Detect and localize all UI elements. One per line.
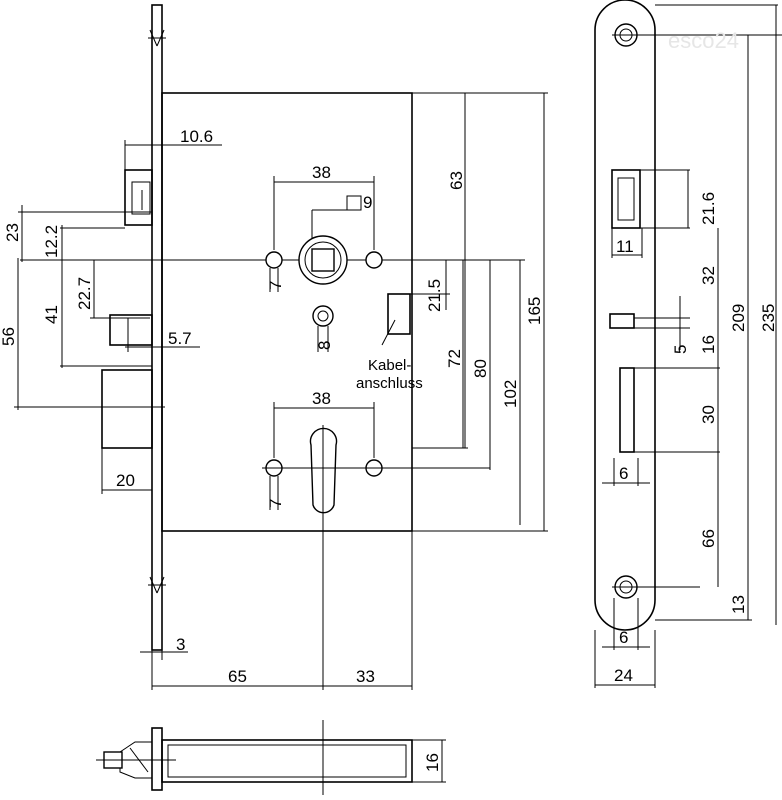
dim-22-7: 22.7 — [75, 277, 94, 310]
dim-6-bottom: 6 — [619, 628, 628, 647]
dim-63: 63 — [447, 171, 466, 190]
dim-165: 165 — [525, 297, 544, 325]
dim-209: 209 — [729, 304, 748, 332]
dim-56: 56 — [0, 327, 18, 346]
dim-5-7: 5.7 — [168, 329, 192, 348]
cable-connector — [387, 293, 411, 335]
forend-plate — [151, 4, 163, 651]
dim-21-6: 21.6 — [699, 192, 718, 225]
dead-bolt — [101, 369, 153, 449]
forend-section — [151, 727, 163, 791]
dim-41: 41 — [42, 305, 61, 324]
screw-top-icon — [148, 29, 166, 47]
dim-66: 66 — [699, 529, 718, 548]
cable-label-line2: anschluss — [356, 375, 423, 392]
dim-9: 9 — [363, 193, 372, 212]
cable-label-line1: Kabel- — [368, 357, 411, 374]
slot-recess — [109, 314, 153, 346]
dim-102: 102 — [501, 380, 520, 408]
dim-11: 11 — [616, 237, 634, 256]
dim-6-mid: 6 — [619, 464, 628, 483]
dim-21-5: 21.5 — [425, 279, 444, 312]
dim-7-bottom: 7 — [266, 499, 285, 508]
latch-opening — [611, 169, 641, 229]
dim-5: 5 — [671, 345, 690, 354]
dim-16-side: 16 — [699, 335, 718, 354]
dim-38-top: 38 — [312, 163, 331, 182]
lock-case — [161, 92, 413, 532]
dim-7-top: 7 — [266, 281, 285, 290]
case-section — [161, 739, 413, 783]
bottom-view: 16 — [96, 720, 446, 795]
cable-hole — [312, 305, 334, 327]
dim-3: 3 — [176, 635, 185, 654]
dim-13: 13 — [729, 595, 748, 614]
dim-65: 65 — [228, 667, 247, 686]
dim-10-6: 10.6 — [180, 127, 213, 146]
forend-outline — [594, 0, 656, 631]
front-view: 10.6 38 9 63 23 12.2 22.7 7 8 — [0, 4, 548, 690]
square-spindle-hole — [311, 248, 335, 272]
dim-72: 72 — [445, 349, 464, 368]
fixing-hole — [365, 251, 383, 269]
dim-23: 23 — [3, 223, 22, 242]
slot-opening — [609, 313, 635, 329]
dim-33: 33 — [356, 667, 375, 686]
dim-8: 8 — [315, 341, 334, 350]
latch-bolt — [124, 169, 153, 226]
dim-235: 235 — [759, 304, 778, 332]
dim-80: 80 — [471, 359, 490, 378]
screw-bottom-icon — [148, 576, 166, 594]
fixing-hole — [265, 251, 283, 269]
watermark: esco24 — [668, 28, 739, 53]
dim-30: 30 — [699, 405, 718, 424]
dim-12-2: 12.2 — [42, 225, 61, 258]
dim-24: 24 — [614, 666, 633, 685]
deadbolt-opening — [619, 367, 635, 453]
dim-16-bottom: 16 — [423, 753, 442, 772]
dim-20: 20 — [116, 471, 135, 490]
dim-32: 32 — [699, 266, 718, 285]
forend-view: 11 6 21.6 32 209 235 5 16 30 66 13 — [594, 0, 782, 688]
dim-38-bottom: 38 — [312, 389, 331, 408]
